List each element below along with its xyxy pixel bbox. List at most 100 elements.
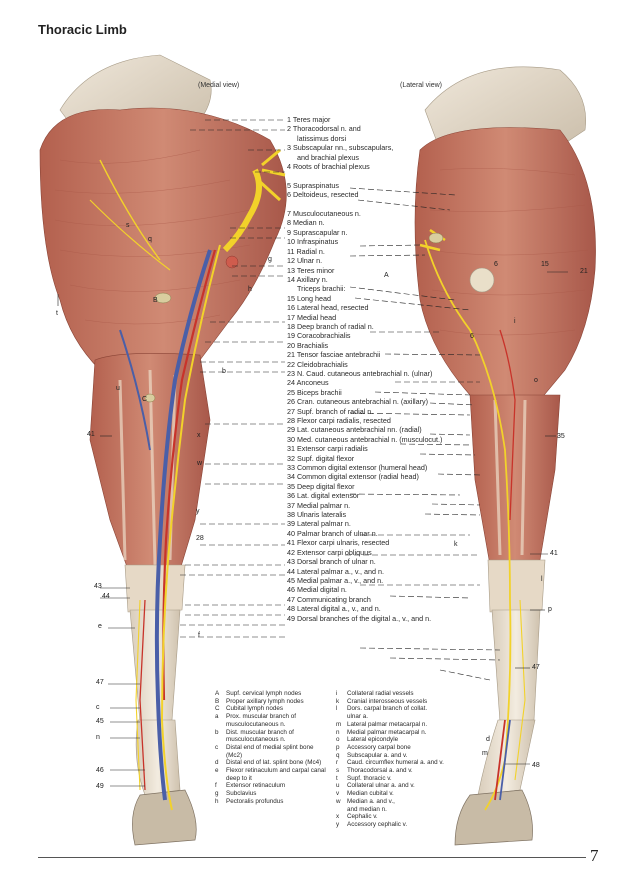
- numbered-label: 12 Ulnar n.: [287, 256, 323, 266]
- lateral-view-figure: [414, 66, 596, 846]
- footer-rule: [38, 857, 586, 858]
- legend-text: Caud. circumflex humeral a. and v.: [347, 759, 444, 767]
- page-title: Thoracic Limb: [38, 22, 127, 37]
- numbered-label: 26 Cran. cutaneous antebrachial n. (axil…: [287, 397, 429, 407]
- figure-callout-label: 35: [557, 433, 565, 440]
- numbered-label: [287, 200, 487, 209]
- numbered-label: 13 Teres minor: [287, 265, 335, 275]
- figure-callout-label: C: [142, 396, 148, 403]
- numbered-label: 47 Communicating branch: [287, 594, 371, 604]
- legend-text: Supf. thoracic v.: [347, 774, 392, 782]
- figure-callout-label: 44: [102, 593, 110, 600]
- numbered-label: 28 Flexor carpi radialis, resected: [287, 416, 391, 425]
- legend-key: C: [215, 705, 220, 713]
- numbered-label: 38 Ulnaris lateralis: [287, 510, 347, 520]
- figure-callout-label: w: [197, 460, 203, 467]
- page-number: 7: [590, 846, 599, 865]
- numbered-label: 19 Coracobrachialis: [287, 331, 351, 341]
- figure-callout-label: B: [153, 297, 158, 304]
- figure-callout-label: 41: [550, 550, 558, 557]
- legend-key: t: [336, 774, 338, 782]
- figure-callout-label: x: [197, 432, 201, 439]
- figure-callout-label: 15: [541, 261, 549, 268]
- legend-row: r Caud. circumflex humeral a. and v.: [336, 759, 455, 767]
- figure-callout-label: q: [148, 236, 152, 243]
- legend-key: [215, 775, 226, 783]
- numbered-label: 18 Deep branch of radial n.: [287, 321, 374, 331]
- legend-key: v: [336, 790, 340, 798]
- figure-callout-label: 46: [96, 767, 104, 774]
- numbered-label: 11 Radial n.: [287, 246, 325, 256]
- numbered-label: 30 Med. cutaneous antebrachial n. (muscu…: [287, 434, 443, 444]
- legend-row: ulnar a.: [336, 713, 455, 721]
- legend-text: deep to it: [226, 774, 252, 782]
- numbered-label: 39 Lateral palmar n.: [287, 519, 351, 529]
- legend-text: Subscapular a. and v.: [347, 751, 408, 759]
- legend-row: deep to it: [215, 775, 334, 783]
- legend-key: d: [215, 759, 219, 767]
- numbered-label: 49 Dorsal branches of the digital a., v.…: [287, 613, 432, 623]
- numbered-label: 17 Medial head: [287, 312, 337, 322]
- numbered-label: 1 Teres major: [287, 115, 331, 124]
- legend-text: Accessory cephalic v.: [347, 820, 408, 828]
- legend-key: [215, 752, 226, 760]
- legend-text: Cephalic v.: [347, 813, 378, 821]
- legend-text: Cranial interosseous vessels: [347, 697, 428, 705]
- legend-key: x: [336, 813, 340, 821]
- legend-text: Subclavius: [226, 790, 257, 798]
- numbered-label: 23 N. Caud. cutaneous antebrachial n. (u…: [287, 368, 433, 378]
- legend-key: o: [336, 736, 340, 744]
- leader-lines: [180, 119, 501, 681]
- numbered-label: 7 Musculocutaneous n.: [287, 209, 361, 219]
- legend-key: s: [336, 767, 340, 775]
- legend-text: ulnar a.: [347, 713, 369, 721]
- legend-key: i: [336, 690, 338, 697]
- legend-text: Collateral radial vessels: [347, 690, 414, 697]
- numbered-label: 16 Lateral head, resected: [287, 303, 369, 313]
- figure-callout-label: A: [384, 272, 389, 279]
- legend-key: [215, 736, 226, 744]
- legend-text: and median n.: [347, 805, 387, 813]
- figure-callout-label: s: [126, 222, 130, 229]
- figure-callout-label: c: [96, 704, 100, 711]
- figure-callout-label: 47: [96, 679, 104, 686]
- legend-row: (Mc2): [215, 752, 334, 760]
- legend-key: r: [336, 759, 339, 767]
- legend-text: Dors. carpal branch of collat.: [347, 705, 428, 713]
- figure-callout-label: 47: [532, 664, 540, 671]
- legend-key: y: [336, 820, 340, 828]
- legend-text: Thoracodorsal a. and v.: [347, 767, 413, 775]
- legend-key: c: [215, 743, 219, 751]
- figure-callout-label: b: [222, 368, 226, 375]
- legend-text: Accessory carpal bone: [347, 743, 411, 751]
- legend-text: musculocutaneous n.: [226, 720, 286, 728]
- figure-callout-label: 6: [494, 261, 498, 268]
- legend-key: [336, 806, 347, 814]
- figure-callout-label: u: [116, 385, 120, 392]
- numbered-label: 33 Common digital extensor (humeral head…: [287, 463, 428, 473]
- figure-callout-label: e: [98, 623, 102, 630]
- numbered-label: 45 Medial palmar a., v., and n.: [287, 575, 384, 585]
- medial-view-figure: [39, 54, 287, 846]
- legend-text: Collateral ulnar a. and v.: [347, 782, 415, 790]
- legend-key: B: [215, 697, 220, 705]
- figure-callout-label: 43: [94, 583, 102, 590]
- numbered-label: 32 Supf. digital flexor: [287, 453, 355, 463]
- figure-callout-label: l: [541, 576, 543, 583]
- figure-callout-label: 45: [96, 718, 104, 725]
- numbered-label: 36 Lat. digital extensor: [287, 491, 360, 501]
- legend-row: i Collateral radial vessels: [336, 690, 455, 698]
- figure-callout-label: p: [548, 606, 552, 613]
- figure-callout-label: i: [514, 318, 516, 325]
